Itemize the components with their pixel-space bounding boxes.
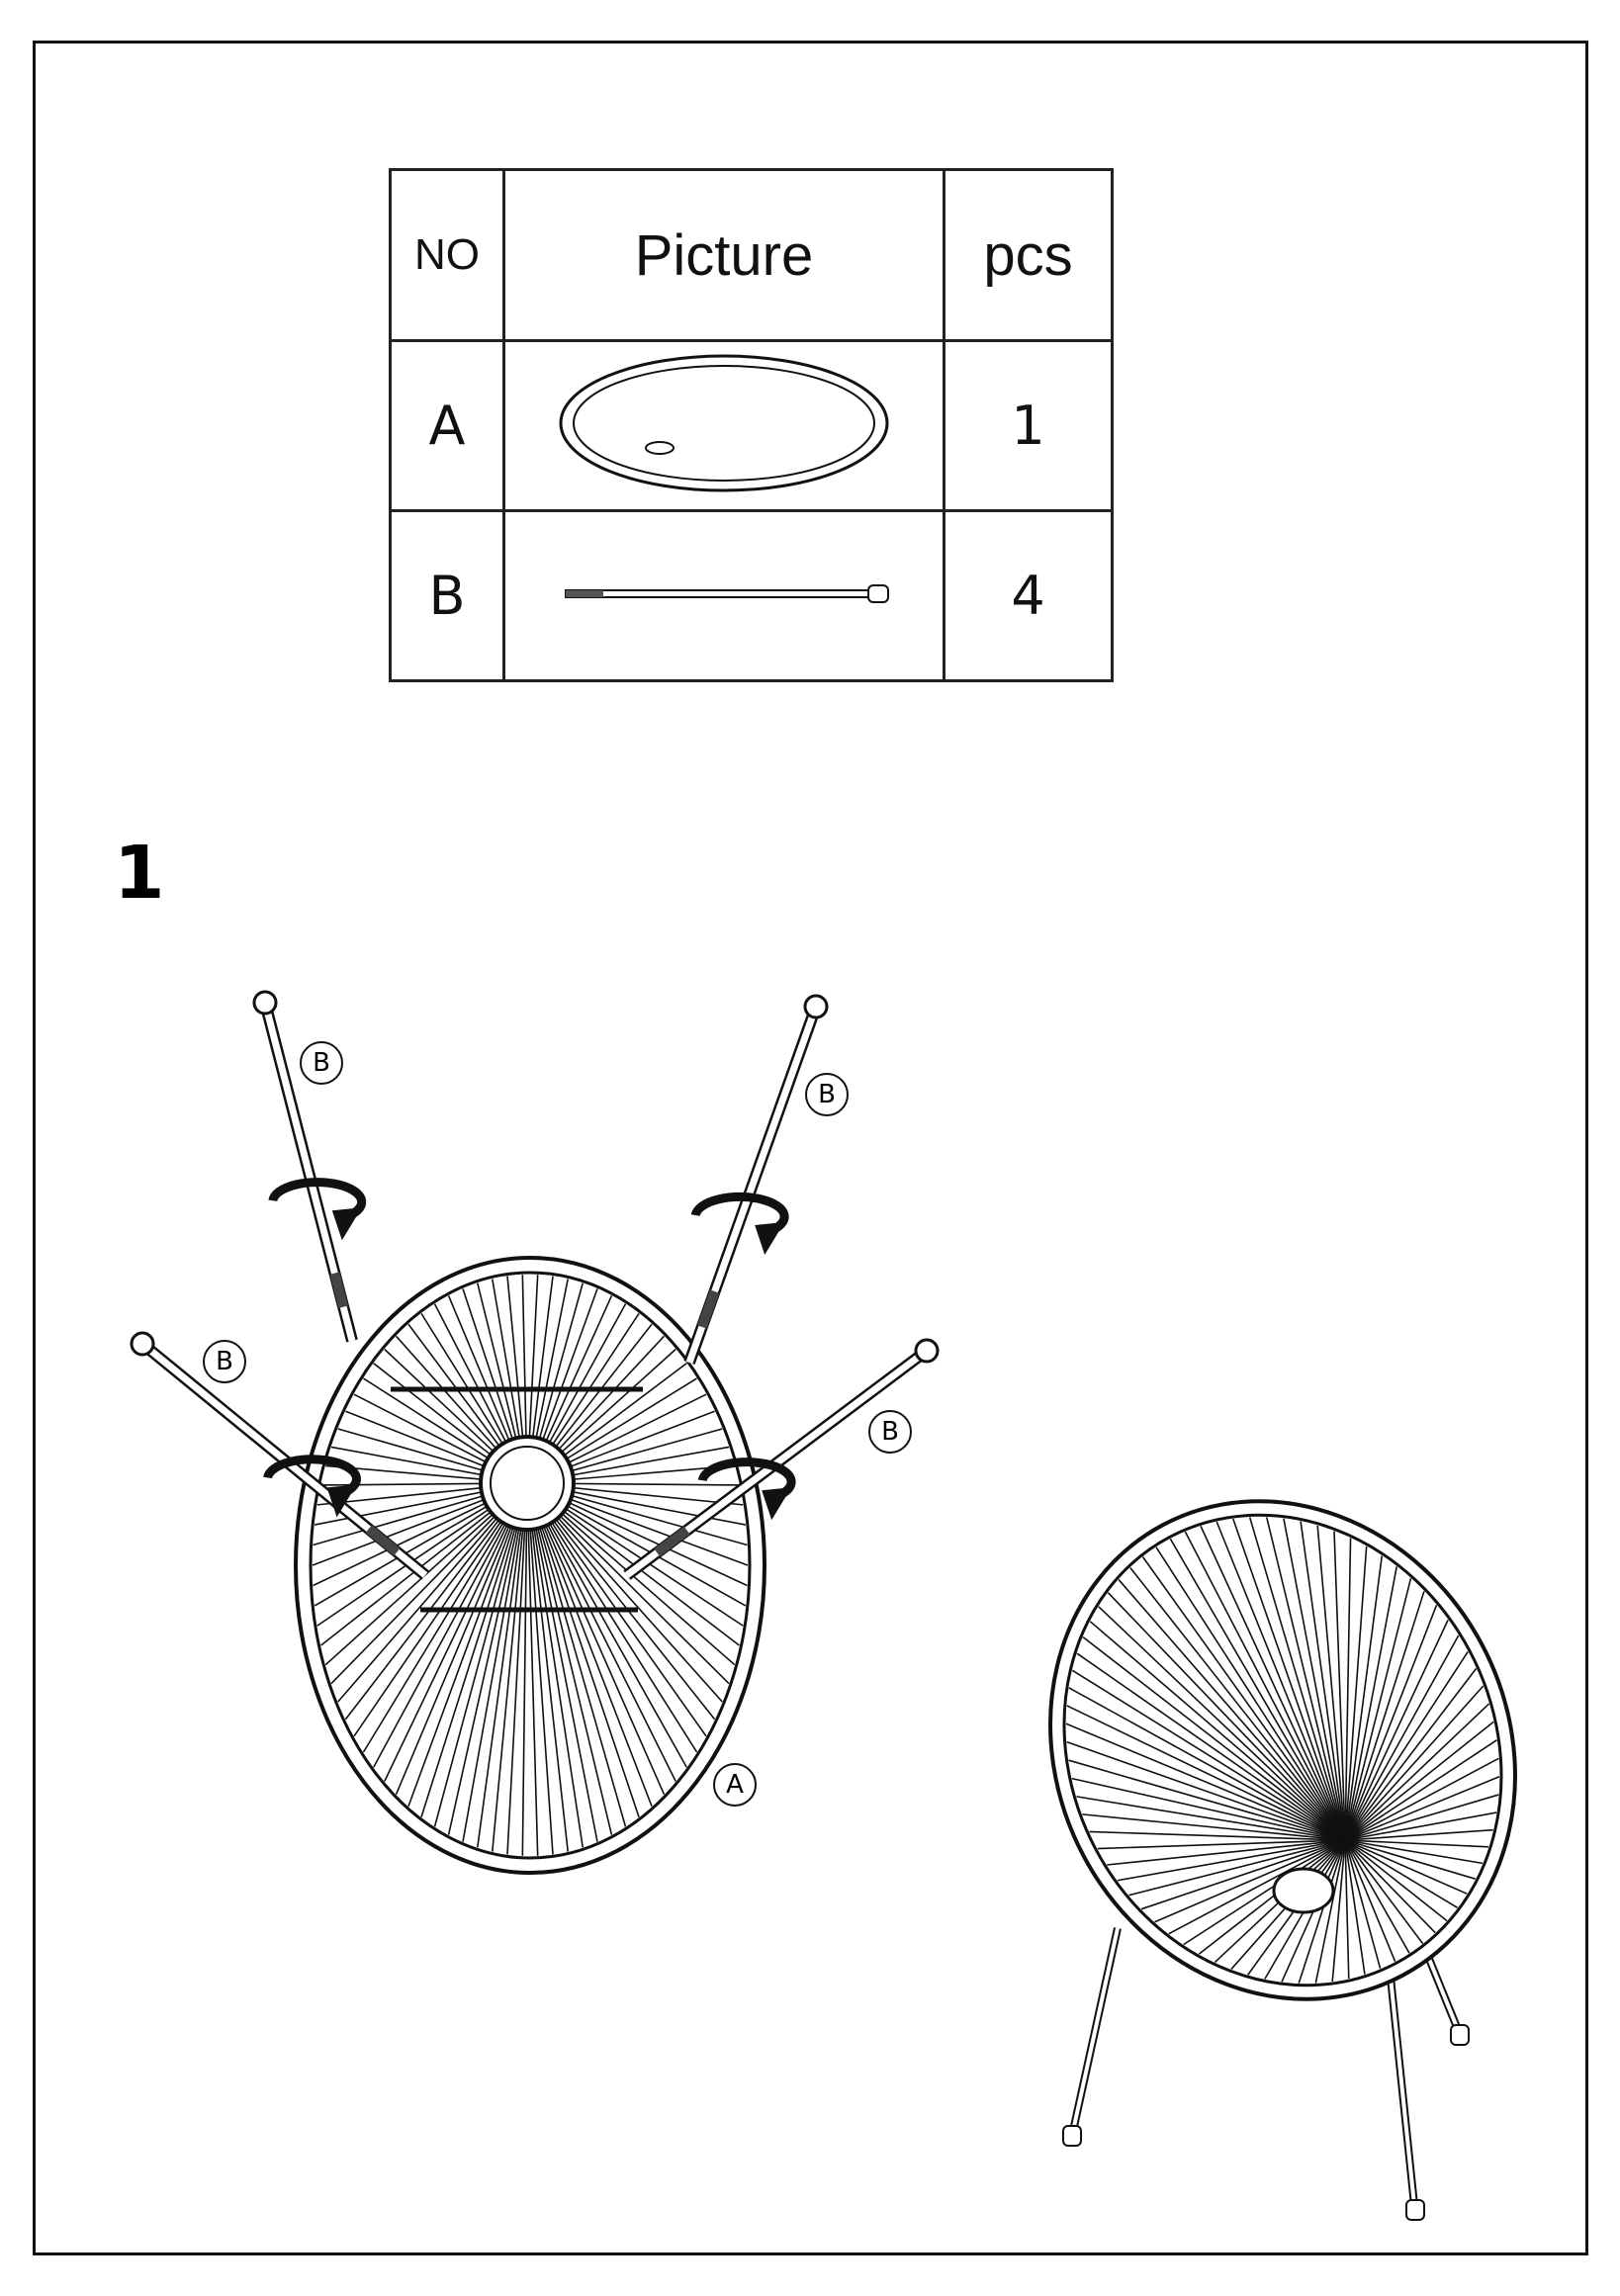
parts-table-header: NO Picture pcs xyxy=(389,168,1114,342)
callout-seat-a: A xyxy=(713,1763,757,1807)
part-qty: 4 xyxy=(943,509,1114,682)
leg-rods xyxy=(130,990,940,1580)
table-row: B 4 xyxy=(389,509,1114,682)
page-border xyxy=(33,41,1588,2255)
callout-leg-b: B xyxy=(805,1073,849,1116)
rod-cap xyxy=(803,994,829,1019)
chair-seat-icon xyxy=(559,354,889,492)
callout-leg-b: B xyxy=(300,1041,343,1085)
assembled-chair xyxy=(1048,1499,1517,2221)
part-qty: 1 xyxy=(943,339,1114,512)
table-row: A 1 xyxy=(389,339,1114,512)
callout-leg-b: B xyxy=(203,1340,246,1383)
parts-table: NO Picture pcs A 1 B 4 xyxy=(389,168,1114,682)
rod-cap xyxy=(130,1331,155,1357)
part-picture xyxy=(502,509,945,682)
header-picture: Picture xyxy=(502,168,945,342)
rod-cap xyxy=(252,990,278,1016)
part-no: A xyxy=(389,339,505,512)
part-no: B xyxy=(389,509,505,682)
header-pcs: pcs xyxy=(943,168,1114,342)
seat-upside-down xyxy=(294,1256,766,1875)
part-picture xyxy=(502,339,945,512)
leg-rod-icon xyxy=(565,584,889,603)
rod-cap xyxy=(914,1338,940,1364)
callout-leg-b: B xyxy=(868,1410,912,1454)
header-no: NO xyxy=(389,168,505,342)
step-number: 1 xyxy=(114,831,165,916)
